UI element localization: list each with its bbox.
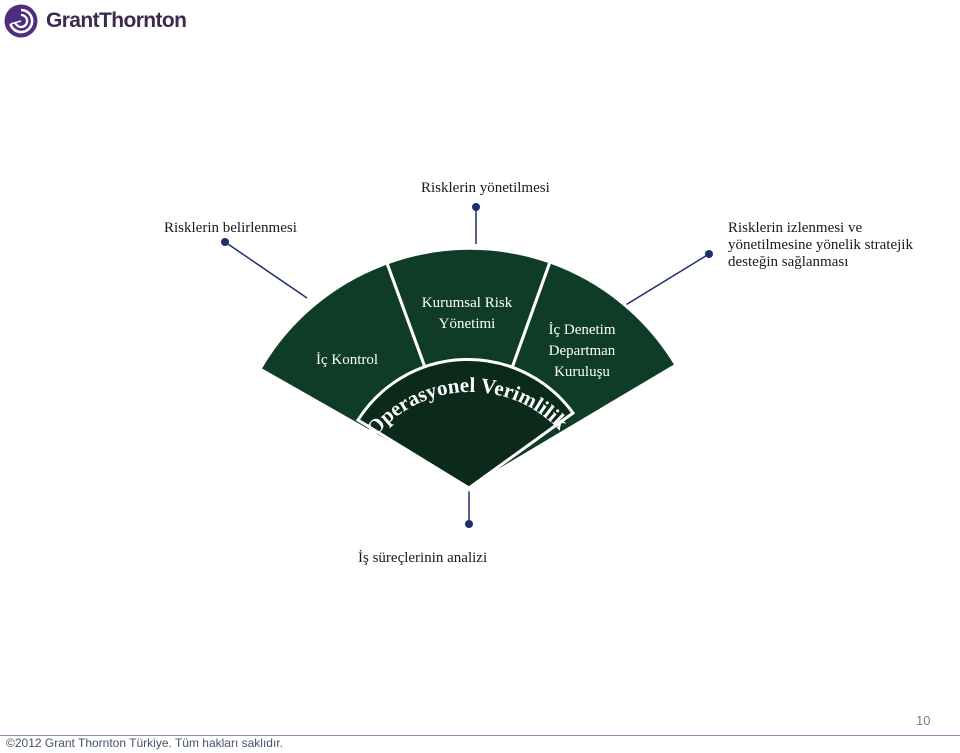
connector-dot-left xyxy=(221,238,229,246)
connector-lines xyxy=(224,207,710,524)
footer-copyright: ©2012 Grant Thornton Türkiye. Tüm haklar… xyxy=(6,736,283,750)
page-number: 10 xyxy=(916,713,931,728)
connector-dot-top xyxy=(472,203,480,211)
callout-right-line-2: yönetilmesine yönelik stratejik xyxy=(728,237,913,253)
center-operasyonel xyxy=(355,357,576,490)
brand-logo: GrantThornton xyxy=(4,4,187,38)
callout-right: Risklerin izlenmesi ve yönetilmesine yön… xyxy=(728,220,953,271)
segment-label-ic-kontrol: İç Kontrol xyxy=(316,352,378,368)
connector-dots xyxy=(221,203,713,528)
callout-bottom: İş süreçlerinin analizi xyxy=(358,550,488,566)
callout-right-line-3: desteğin sağlanması xyxy=(728,254,849,270)
grant-thornton-swirl-icon xyxy=(4,4,38,38)
segment-label-kurumsal-1: Kurumsal Risk xyxy=(422,295,513,311)
connector-dot-bottom xyxy=(465,520,473,528)
segment-label-ic-denetim-1: İç Denetim xyxy=(548,322,615,338)
segment-label-ic-denetim-2: Departman xyxy=(549,343,616,359)
footer-divider xyxy=(0,735,960,736)
connector-dot-right xyxy=(705,250,713,258)
callout-right-line-1: Risklerin izlenmesi ve xyxy=(728,220,863,236)
connector-left xyxy=(224,241,308,299)
segment-label-kurumsal-2: Yönetimi xyxy=(439,316,496,332)
segment-label-ic-denetim-3: Kuruluşu xyxy=(554,364,610,380)
callout-left: Risklerin belirlenmesi xyxy=(164,220,297,236)
callout-top: Risklerin yönetilmesi xyxy=(421,180,550,196)
connector-right xyxy=(623,253,710,307)
brand-name: GrantThornton xyxy=(46,9,187,32)
